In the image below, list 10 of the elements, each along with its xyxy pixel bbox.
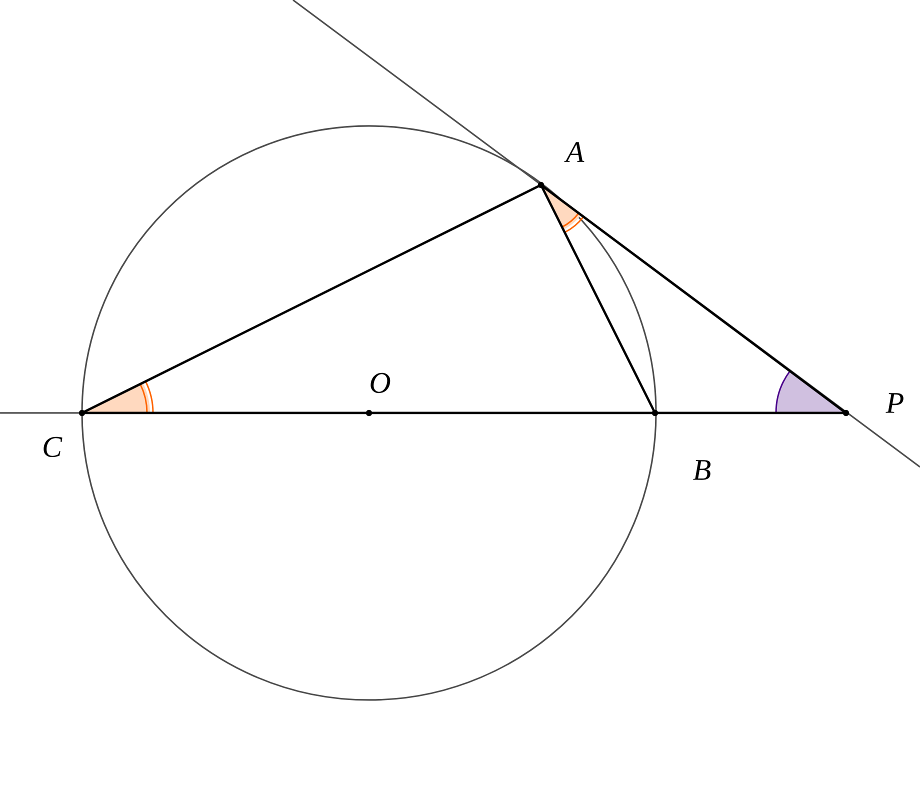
point-label: O bbox=[370, 372, 390, 394]
segment bbox=[655, 412, 846, 414]
point-label: C bbox=[44, 436, 62, 458]
segment bbox=[82, 412, 369, 414]
segment bbox=[540, 184, 847, 414]
point-label: A bbox=[564, 142, 584, 162]
segment bbox=[81, 184, 542, 414]
point-label: B bbox=[693, 460, 711, 480]
point-label: P bbox=[886, 393, 904, 413]
segment bbox=[369, 412, 655, 414]
